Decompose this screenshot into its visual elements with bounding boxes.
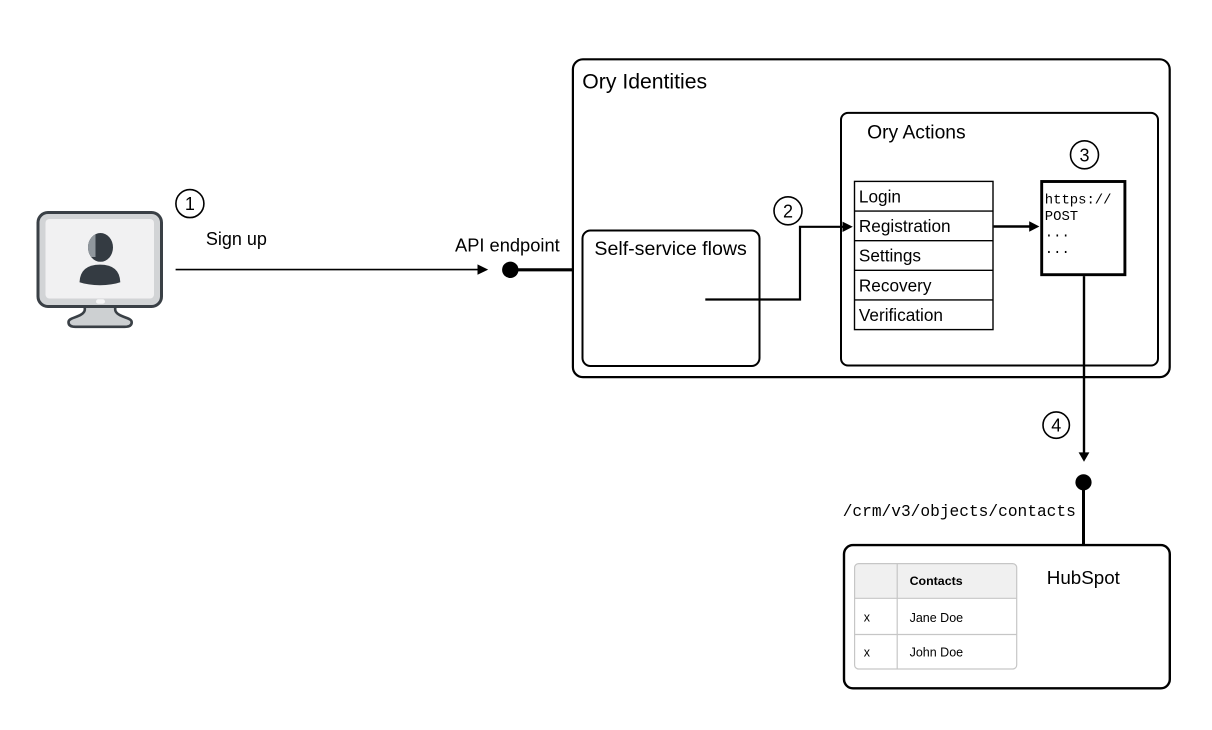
svg-text:API endpoint: API endpoint: [455, 235, 560, 256]
svg-text:Login: Login: [859, 186, 901, 206]
svg-text:Contacts: Contacts: [910, 574, 963, 588]
svg-text:Self-service flows: Self-service flows: [594, 238, 747, 260]
svg-text:3: 3: [1079, 145, 1089, 165]
svg-text:4: 4: [1051, 416, 1061, 436]
svg-text:Recovery: Recovery: [859, 275, 932, 295]
svg-text:...: ...: [1045, 226, 1070, 242]
svg-text:https://: https://: [1045, 193, 1112, 209]
svg-text:1: 1: [185, 194, 195, 214]
svg-text:Sign up: Sign up: [206, 229, 267, 249]
svg-text:John Doe: John Doe: [910, 646, 964, 660]
svg-text:...: ...: [1045, 242, 1070, 258]
svg-text:Registration: Registration: [859, 216, 951, 236]
svg-text:Jane Doe: Jane Doe: [910, 611, 964, 625]
svg-text:Verification: Verification: [859, 305, 943, 325]
svg-text:HubSpot: HubSpot: [1047, 567, 1121, 588]
svg-text:x: x: [864, 645, 871, 659]
svg-text:Ory Identities: Ory Identities: [582, 71, 707, 94]
svg-text:Ory Actions: Ory Actions: [867, 123, 966, 144]
svg-text:/crm/v3/objects/contacts: /crm/v3/objects/contacts: [843, 503, 1076, 521]
svg-text:Settings: Settings: [859, 246, 921, 266]
svg-text:2: 2: [783, 201, 793, 221]
svg-text:POST: POST: [1045, 209, 1078, 225]
svg-text:x: x: [864, 610, 871, 624]
